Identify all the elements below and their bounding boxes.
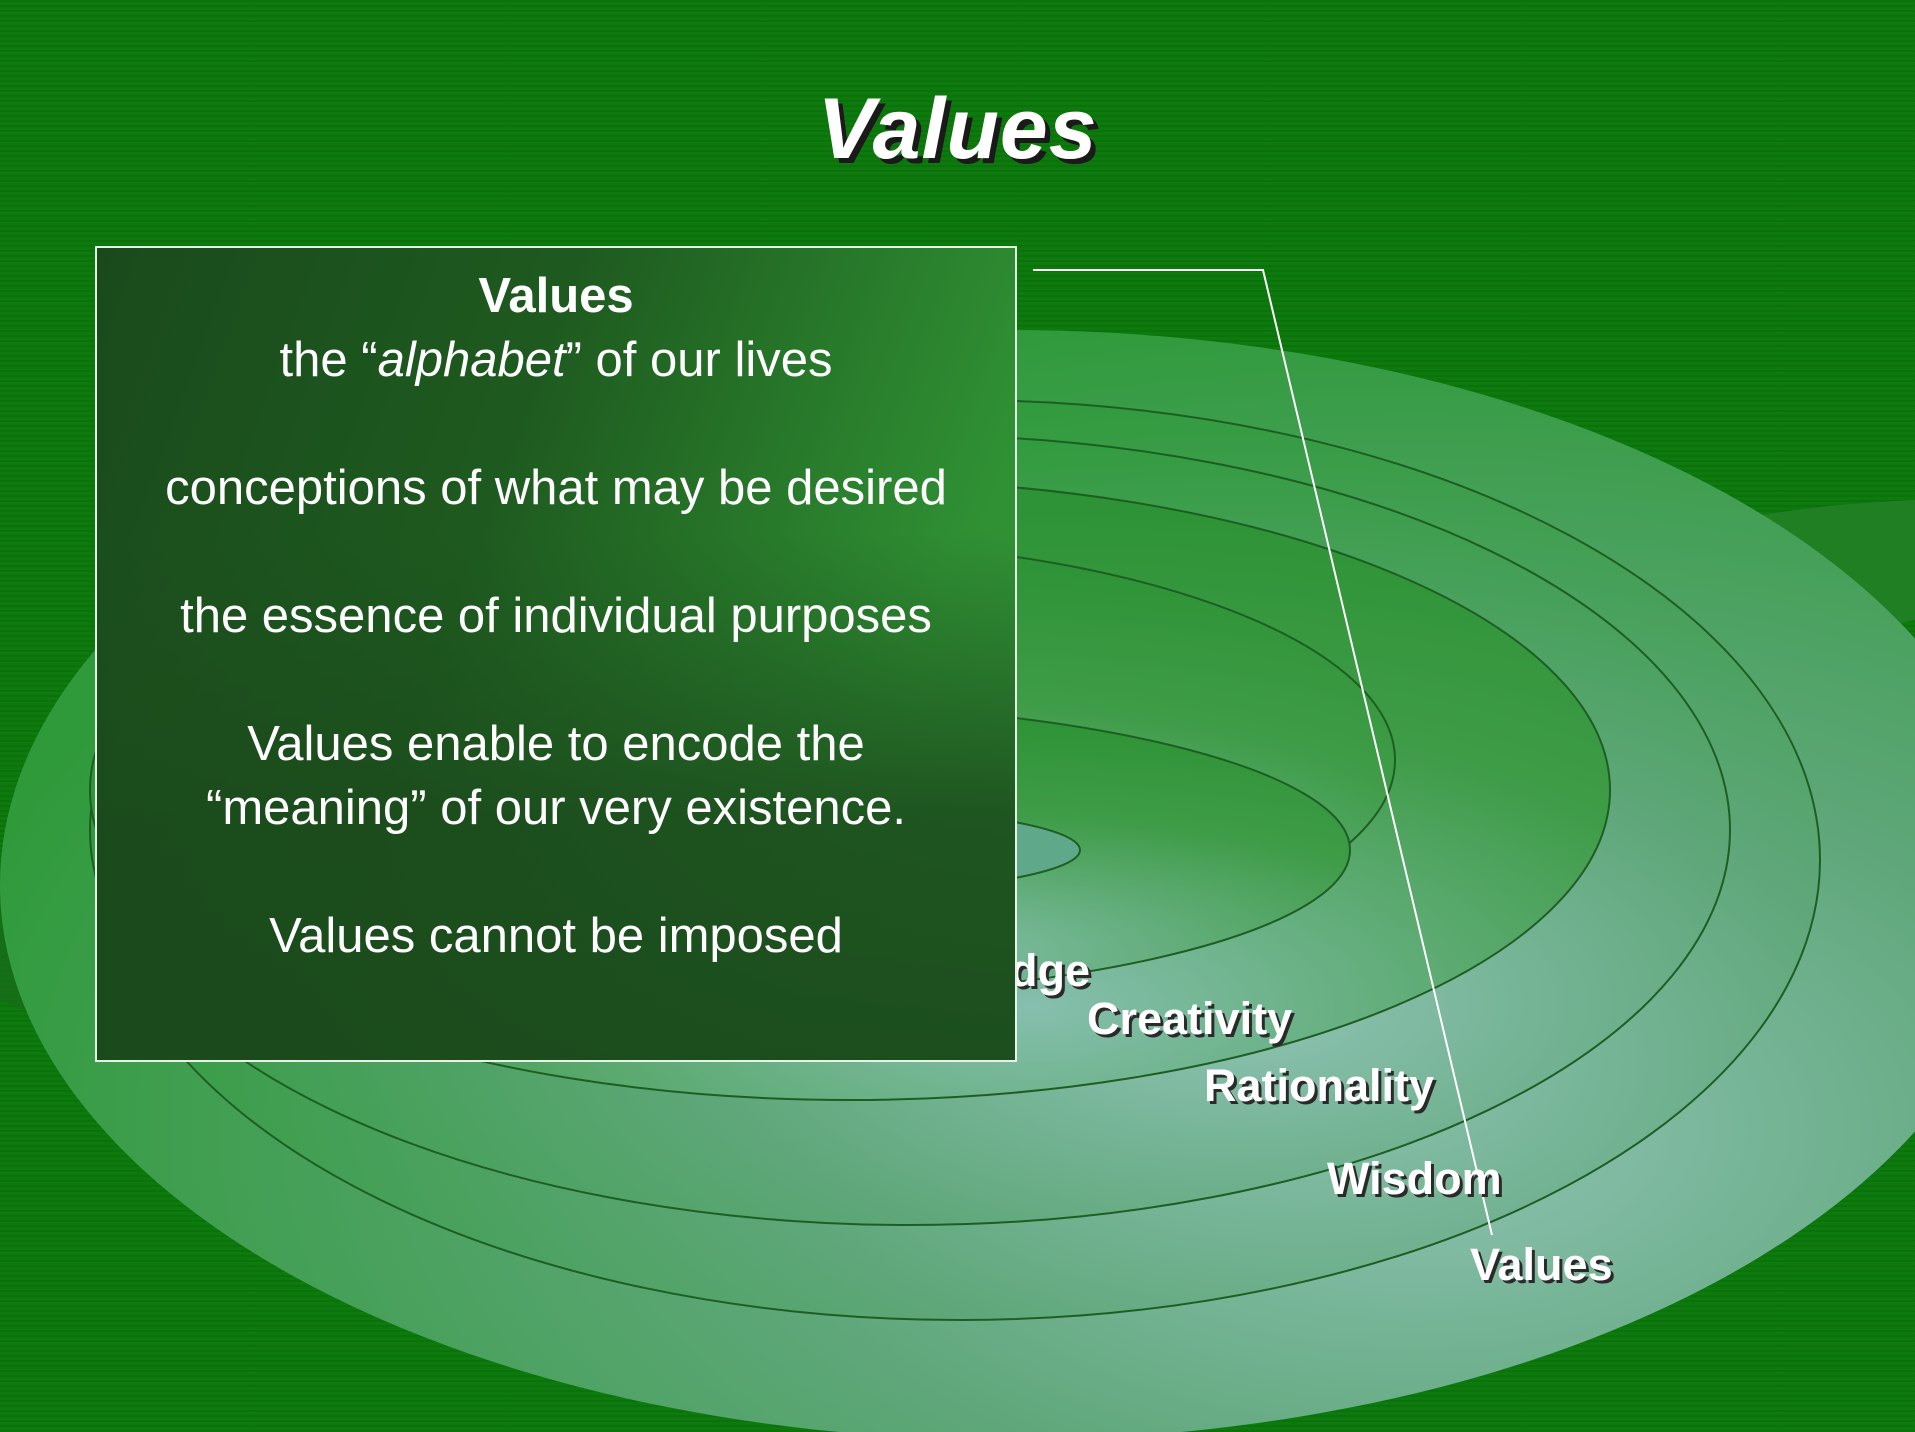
- encode-line-1: Values enable to encode the: [247, 717, 865, 771]
- ring-label-wisdom: Wisdom: [1327, 1153, 1502, 1204]
- ring-label-creativity: Creativity: [1087, 993, 1293, 1044]
- ring-label-rationality: Rationality: [1204, 1060, 1435, 1111]
- alphabet-line-pre: the “: [279, 333, 378, 387]
- textbox-content: Values the “alphabet” of our lives conce…: [97, 248, 1015, 968]
- essence-line: the essence of individual purposes: [180, 589, 932, 643]
- alphabet-line-post: ” of our lives: [565, 333, 833, 387]
- slide-title: Values: [817, 81, 1098, 177]
- spacer: [97, 392, 1015, 456]
- textbox-heading: Values: [478, 269, 634, 323]
- spacer: [97, 648, 1015, 712]
- definition-textbox: Values the “alphabet” of our lives conce…: [95, 246, 1017, 1062]
- alphabet-word: alphabet: [377, 333, 566, 387]
- ring-label-values: Values: [1470, 1239, 1613, 1290]
- encode-line-2: “meaning” of our very existence.: [206, 781, 906, 835]
- callout-line: [1033, 269, 1493, 1236]
- spacer: [97, 840, 1015, 904]
- textbox-shading: [97, 248, 1015, 1060]
- imposed-line: Values cannot be imposed: [269, 909, 843, 963]
- conceptions-line: conceptions of what may be desired: [165, 461, 947, 515]
- spacer: [97, 520, 1015, 584]
- alphabet-line: the “alphabet” of our lives: [97, 328, 1015, 392]
